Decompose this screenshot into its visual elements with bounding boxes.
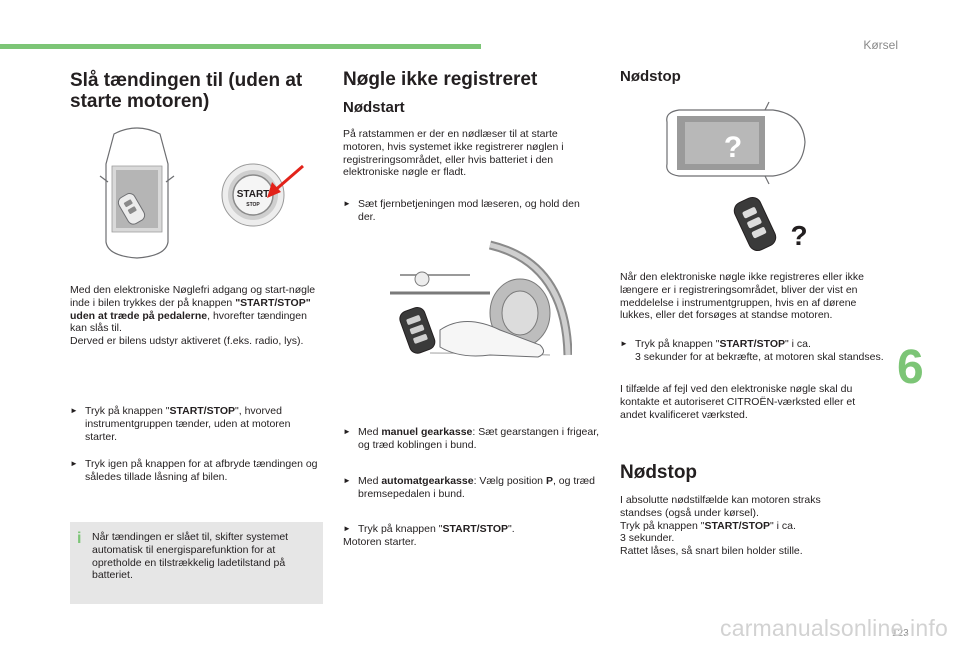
- col3-paragraph: Når den elektroniske nøgle ikke registre…: [620, 271, 864, 322]
- bullet-arrow-icon: ►: [70, 459, 78, 468]
- start-stop-button-illustration: START STOP: [221, 163, 304, 227]
- col2-after-text: Motoren starter.: [343, 536, 417, 548]
- col2-title: Nøgle ikke registreret: [343, 69, 538, 90]
- steering-column-illustration: [390, 240, 572, 358]
- info-note-text: Når tændingen er slået til, skifter syst…: [92, 531, 289, 582]
- col1-title: Slå tændingen til (uden at starte motore…: [70, 70, 303, 112]
- bullet-arrow-icon: ►: [343, 524, 351, 533]
- col2-intro: På ratstammen er der en nødlæser til at …: [343, 128, 564, 179]
- col3-title-2: Nødstop: [620, 462, 698, 483]
- watermark: carmanualsonline.info: [720, 615, 948, 641]
- bullet-arrow-icon: ►: [70, 406, 78, 415]
- key-fob-icon: [117, 193, 146, 225]
- col3-title-top: Nødstop: [620, 68, 681, 85]
- col1-bullet-1: ► Tryk på knappen "START/STOP", hvorved …: [70, 405, 291, 443]
- col2-bullet-4: ► Tryk på knappen "START/STOP".: [343, 523, 515, 535]
- bullet-arrow-icon: ►: [343, 199, 351, 208]
- press-arrow-icon: [267, 182, 281, 198]
- key-fob-icon: [733, 196, 777, 252]
- col2-bullet-1: ► Sæt fjernbetjeningen mod læseren, og h…: [343, 198, 580, 223]
- section-label: Kørsel: [863, 38, 898, 52]
- col1-bullet-2: ► Tryk igen på knappen for at afbryde tæ…: [70, 458, 318, 483]
- col2-bullet-3: ► Med automatgearkasse: Vælg position P,…: [343, 475, 595, 500]
- bullet-arrow-icon: ►: [343, 476, 351, 485]
- info-note: i Når tændingen er slået til, skifter sy…: [70, 522, 323, 604]
- info-icon: i: [77, 530, 82, 547]
- chapter-number: 6: [897, 341, 924, 394]
- page-number: 123: [892, 628, 909, 639]
- bullet-arrow-icon: ►: [620, 339, 628, 348]
- col2-subtitle: Nødstart: [343, 99, 405, 116]
- bullet-arrow-icon: ►: [343, 427, 351, 436]
- col2-bullet-2: ► Med manuel gearkasse: Sæt gearstangen …: [343, 426, 600, 451]
- question-mark-car: ?: [724, 131, 742, 164]
- col1-paragraph: Med den elektroniske Nøglefri adgang og …: [70, 284, 316, 348]
- col3-paragraph-3: I absolutte nødstilfælde kan motoren str…: [620, 494, 821, 558]
- question-mark-key: ?: [790, 220, 807, 251]
- col3-paragraph-2: I tilfælde af fejl ved den elektroniske …: [620, 383, 856, 421]
- start-label: START: [237, 189, 270, 200]
- top-accent-bar: [0, 44, 481, 49]
- car-key-not-detected-illustration: ? ?: [666, 101, 807, 252]
- car-topview-illustration: [99, 127, 175, 259]
- key-fob-icon: [399, 306, 436, 354]
- col3-bullet: ► Tryk på knappen "START/STOP" i ca.3 se…: [620, 338, 884, 363]
- stop-label: STOP: [246, 202, 260, 208]
